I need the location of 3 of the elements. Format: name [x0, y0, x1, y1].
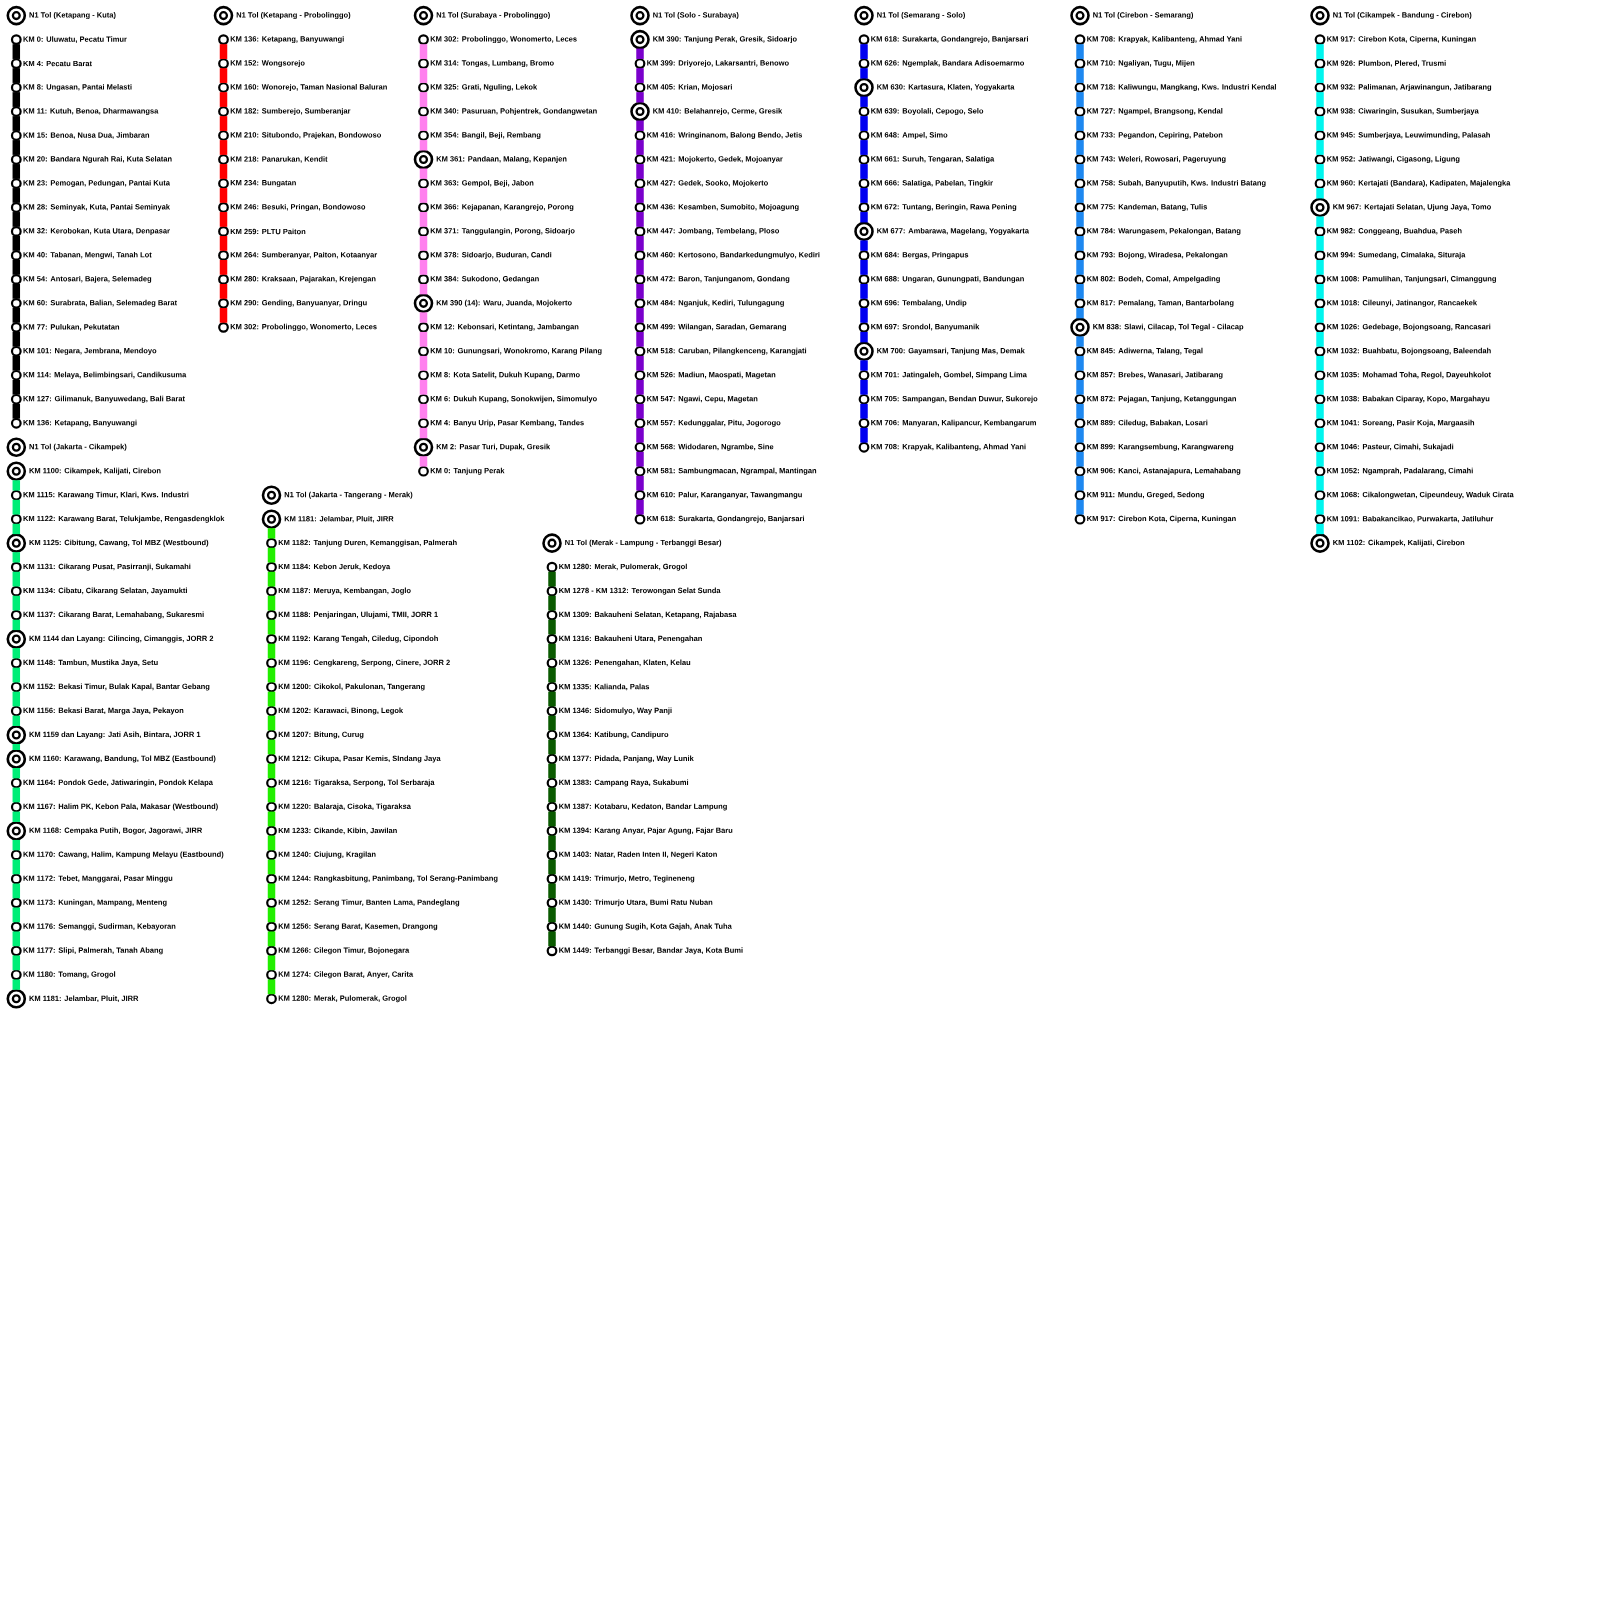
route-line: [12, 523, 21, 535]
route-line: [419, 427, 428, 439]
route-line: [1316, 523, 1324, 535]
